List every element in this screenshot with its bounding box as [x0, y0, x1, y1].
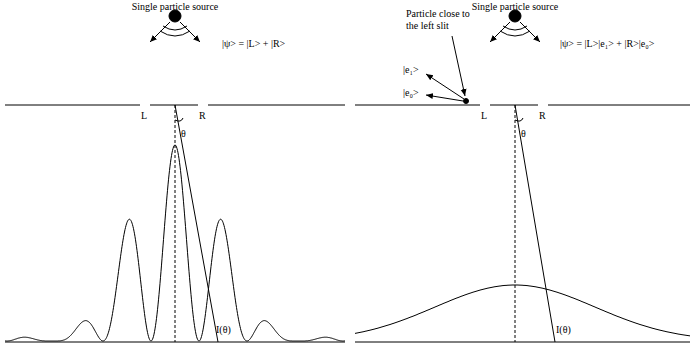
slit-label: L [141, 110, 147, 122]
axis-label: I(θ) [216, 324, 231, 336]
angle-label: θ [181, 128, 186, 140]
axis-label: I(θ) [556, 324, 571, 336]
state-label: |e₁> [403, 64, 419, 76]
state-formula: |ψ> = |L>|e₁> + |R>|e₀> [560, 38, 654, 50]
slit-label: L [481, 110, 487, 122]
angle-label: θ [521, 128, 526, 140]
state-label: |e₀> [403, 87, 419, 99]
slit-label: R [199, 110, 206, 122]
note-label: Particle close to the left slit [406, 8, 484, 31]
slit-label: R [539, 110, 546, 122]
state-formula: |ψ> = |L> + |R> [222, 38, 285, 50]
source-label: Single particle source [132, 1, 219, 13]
source-label: Single particle source [472, 1, 559, 13]
